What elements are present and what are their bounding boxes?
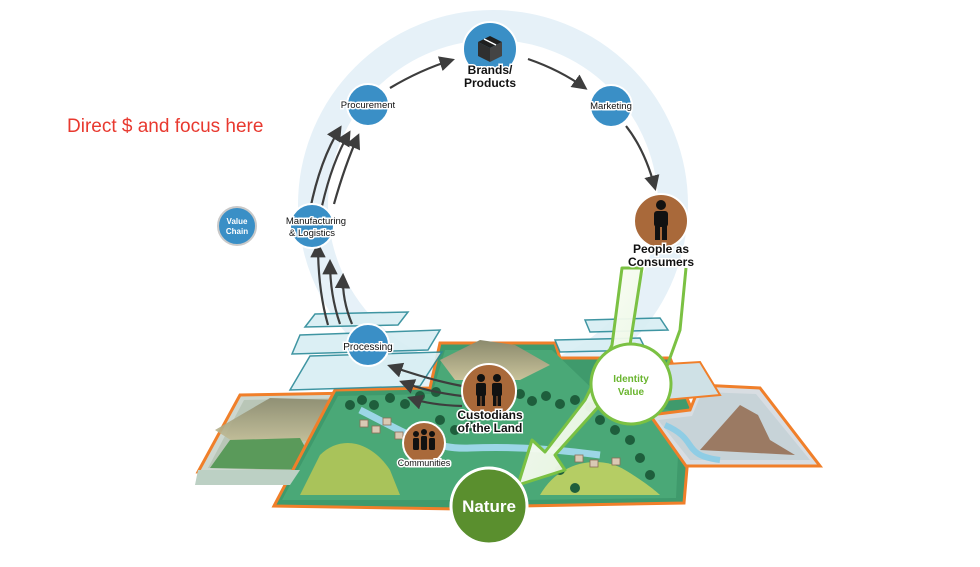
identity-value-flow: Identity Value <box>516 266 688 487</box>
custodians-label-line2: of the Land <box>458 421 523 435</box>
node-custodians: Custodians of the Land <box>456 363 524 437</box>
legend-label-line1: Value <box>227 217 248 226</box>
brands-label-line1: Brands/ <box>468 63 513 77</box>
node-brands: Brands/ Products <box>462 21 518 92</box>
legend-label-line2: Chain <box>226 227 248 236</box>
box-icon <box>478 36 502 62</box>
processing-platforms <box>288 311 670 391</box>
node-nature: Nature <box>449 466 529 546</box>
arrow-processing-to-manufacturing-2 <box>322 258 342 325</box>
person-icon <box>654 200 668 240</box>
procurement-label: Procurement <box>341 100 396 111</box>
brands-label-line2: Products <box>464 76 516 90</box>
arrow-manufacturing-to-procurement-2 <box>320 130 351 207</box>
arrow-procurement-to-brands <box>389 56 455 89</box>
community-people-icon <box>413 429 435 450</box>
focus-annotation: Direct $ and focus here <box>67 116 264 137</box>
arrow-custodians-to-processing-2 <box>399 379 463 398</box>
node-procurement: Procurement <box>339 83 397 127</box>
value-chain-legend: Value Chain <box>217 206 257 246</box>
processing-label: Processing <box>343 342 392 353</box>
arrow-brands-to-marketing <box>527 57 588 90</box>
node-processing: Processing <box>342 323 394 367</box>
lower-left-land-tile <box>195 470 300 485</box>
identity-label: Identity <box>613 374 649 385</box>
consumers-label-line2: Consumers <box>628 255 694 269</box>
arrow-manufacturing-to-procurement-1 <box>308 125 342 211</box>
nature-label: Nature <box>462 497 516 516</box>
group-people-icon <box>476 374 502 406</box>
arrow-custodians-to-processing-1 <box>387 362 463 388</box>
node-consumers: People as Consumers <box>626 193 696 271</box>
arrow-processing-to-manufacturing-3 <box>334 272 354 325</box>
value-chain-arrows <box>308 56 660 410</box>
landscape <box>195 340 824 511</box>
arrow-processing-to-manufacturing-1 <box>310 241 330 326</box>
manufacturing-label-line1: Manufacturing <box>286 216 346 227</box>
node-manufacturing: Manufacturing & Logistics <box>284 203 348 249</box>
arrow-manufacturing-to-procurement-3 <box>332 133 360 205</box>
arrow-marketing-to-consumers <box>625 125 660 191</box>
node-communities: Communities <box>396 421 452 470</box>
arrow-custodians-to-processing-3 <box>407 394 463 410</box>
node-marketing: Marketing <box>589 84 633 128</box>
manufacturing-label-line2: & Logistics <box>289 228 335 239</box>
consumers-label-line1: People as <box>633 242 689 256</box>
identity-value-label: Value <box>618 387 645 398</box>
identity-value-circle <box>589 342 673 426</box>
marketing-label: Marketing <box>590 101 632 112</box>
communities-label: Communities <box>398 458 451 468</box>
custodians-label-line1: Custodians <box>457 408 523 422</box>
